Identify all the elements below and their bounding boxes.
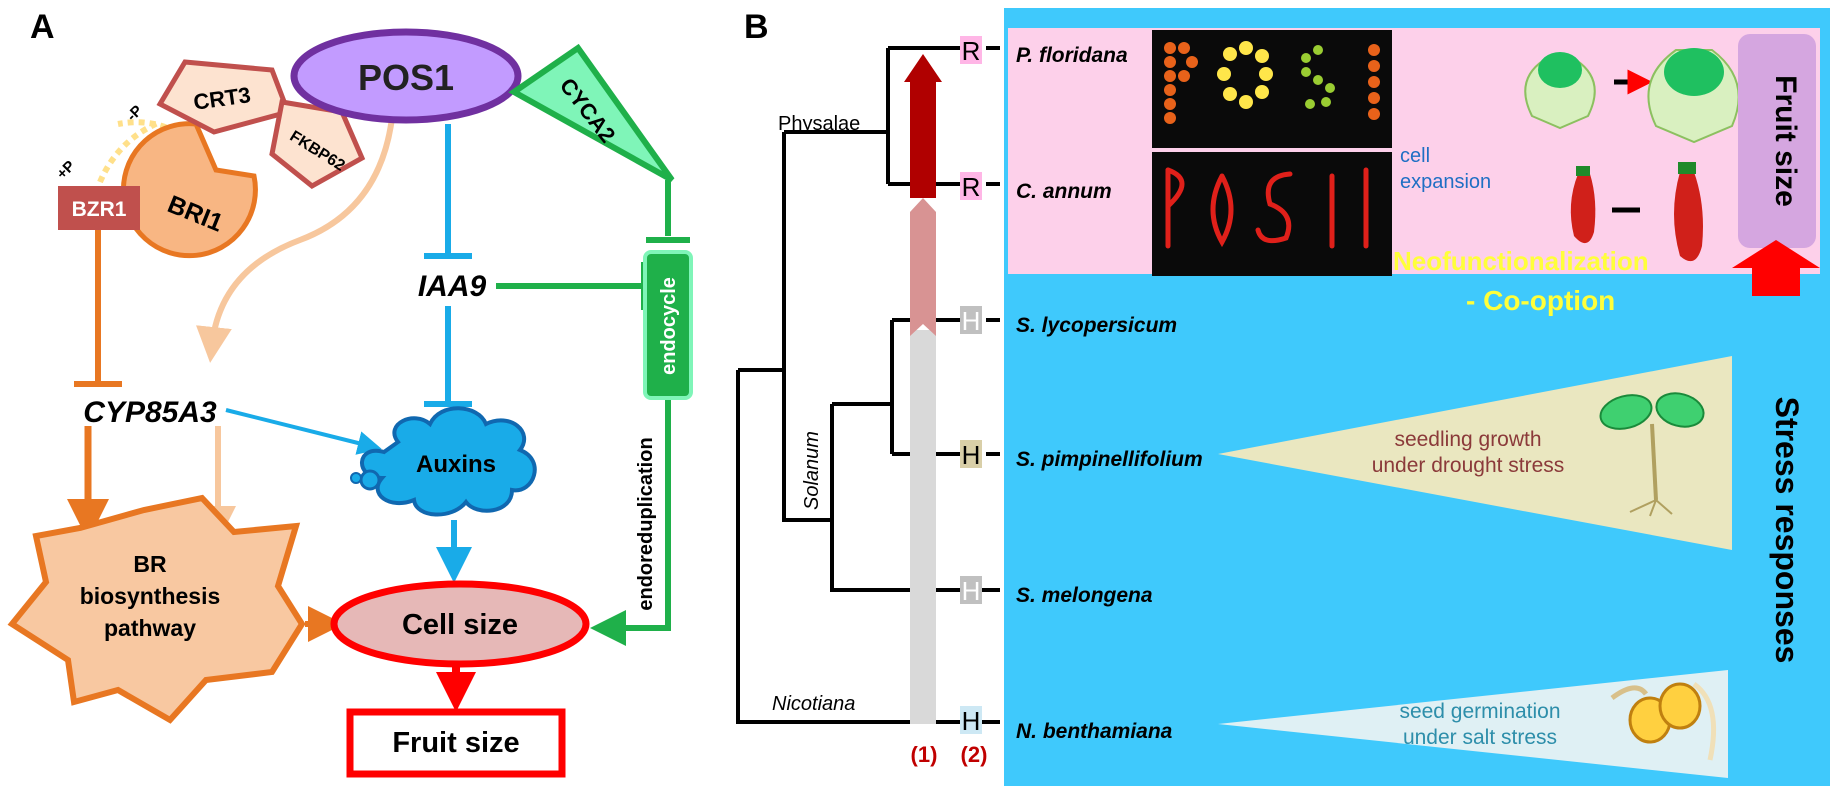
species-smelon: S. melongena xyxy=(1016,584,1153,607)
cyp85a3-label: CYP85A3 xyxy=(83,396,217,429)
plus-p-label: +P xyxy=(53,157,78,182)
pepper-small-icon xyxy=(1570,166,1596,244)
auxins-bubble-1 xyxy=(359,469,381,491)
pos1-label: POS1 xyxy=(358,57,454,98)
state-pfloridana: R xyxy=(962,36,981,66)
seedling-line-2: under drought stress xyxy=(1372,454,1565,477)
seedling-icon xyxy=(1599,392,1705,517)
cyp-to-auxins-edge xyxy=(225,408,382,455)
seed-line-2: under salt stress xyxy=(1403,726,1557,749)
bzr1-label: BZR1 xyxy=(72,198,127,221)
state-slyco: H xyxy=(962,306,981,336)
salt-wedge xyxy=(1218,670,1728,778)
state-smelon: H xyxy=(962,576,981,606)
fruit-size-vertical-box xyxy=(1738,34,1816,248)
iaa9-label: IAA9 xyxy=(418,270,487,303)
pos1-node xyxy=(290,28,522,124)
pepper-large-icon xyxy=(1674,162,1703,262)
state-spimp: H xyxy=(962,440,981,470)
column-label-2: (2) xyxy=(961,742,988,767)
cell-expansion-line-2: expansion xyxy=(1400,171,1491,193)
seed-line-1: seed germination xyxy=(1399,700,1560,723)
cyca2-node xyxy=(508,43,675,183)
clade-nicotiana: Nicotiana xyxy=(772,693,855,715)
state-cannum: R xyxy=(962,172,981,202)
seedling-line-1: seedling growth xyxy=(1394,428,1541,451)
neofunctionalization-label: Neofunctionalization xyxy=(1393,246,1649,276)
stress-responses-label: Stress responses xyxy=(1769,397,1805,664)
endoreduplication-label: endoreduplication xyxy=(635,437,657,610)
state-box-smelon xyxy=(960,576,982,604)
fruit-size-node xyxy=(346,708,566,778)
clade-solanum: Solanum xyxy=(801,431,823,510)
phylogeny-tree xyxy=(736,46,1000,724)
state-box-cannum xyxy=(960,172,982,200)
auxins-label: Auxins xyxy=(416,451,496,478)
panel-b: B Physalae xyxy=(736,8,1830,786)
column-1-pink-arrow xyxy=(910,198,936,336)
cell-expansion-line-1: cell xyxy=(1400,145,1430,167)
crt3-node xyxy=(156,59,292,135)
panel-a: A +P -P BRI1 CR xyxy=(7,8,693,778)
fruit-size-up-arrow xyxy=(1732,240,1820,296)
clade-physalae: Physalae xyxy=(778,113,860,135)
cell-size-node xyxy=(330,580,590,668)
bzr1-node xyxy=(58,186,140,230)
physalis-small-icon xyxy=(1524,52,1596,130)
photo-pfloridana xyxy=(1152,30,1392,148)
endocycle-node xyxy=(643,250,693,400)
fruit-size-label: Fruit size xyxy=(392,727,519,759)
panel-a-label: A xyxy=(30,8,55,46)
photo-cannum xyxy=(1152,152,1392,276)
column-1-red-arrow xyxy=(904,54,942,198)
endocycle-to-cellsize-edge xyxy=(590,400,671,646)
physalis-large-icon xyxy=(1647,48,1740,144)
cell-size-label: Cell size xyxy=(402,609,518,641)
column-1-grey-bar xyxy=(910,330,936,724)
photo-cannum-peppers xyxy=(1165,167,1369,249)
species-cannum: C. annum xyxy=(1016,180,1112,203)
state-box-slyco xyxy=(960,306,982,334)
species-pfloridana: P. floridana xyxy=(1016,44,1128,67)
seed-icon xyxy=(1610,681,1717,761)
species-spimp: S. pimpinellifolium xyxy=(1016,448,1203,471)
column-label-1: (1) xyxy=(911,742,938,767)
species-slyco: S. lycopersicum xyxy=(1016,314,1177,337)
state-box-nbenth xyxy=(960,706,982,734)
panel-b-label: B xyxy=(744,8,769,46)
endocycle-label: endocycle xyxy=(658,277,680,375)
state-box-pfloridana xyxy=(960,36,982,64)
state-nbenth: H xyxy=(962,706,981,736)
pos1-to-cyp85a3-edge xyxy=(196,117,395,363)
br-label-line-3: pathway xyxy=(104,615,196,641)
co-option-label: - Co-option xyxy=(1466,285,1615,316)
bri1-node xyxy=(120,121,258,259)
br-label-line-1: BR xyxy=(133,551,167,577)
photo-pfloridana-fruits xyxy=(1164,41,1380,124)
species-nbenth: N. benthamiana xyxy=(1016,720,1173,743)
fruit-size-vertical-label: Fruit size xyxy=(1769,75,1802,207)
auxins-bubble-2 xyxy=(350,472,362,484)
br-pathway-node xyxy=(7,494,306,724)
state-box-spimp xyxy=(960,440,982,468)
drought-wedge xyxy=(1218,356,1732,550)
br-label-line-2: biosynthesis xyxy=(80,583,221,609)
